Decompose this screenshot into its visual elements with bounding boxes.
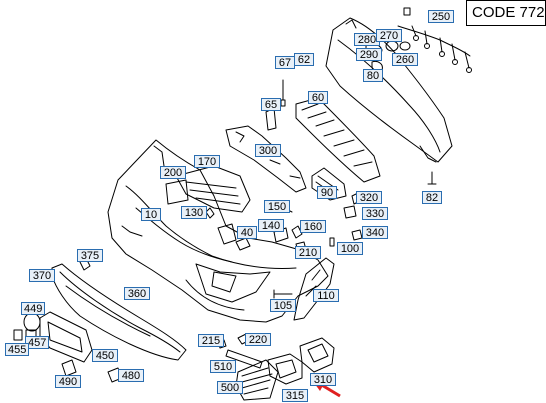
callout-510[interactable]: 510 [210, 360, 236, 373]
bracket-300 [225, 125, 307, 193]
callout-110[interactable]: 110 [313, 289, 339, 302]
callout-130[interactable]: 130 [181, 206, 207, 219]
callout-320[interactable]: 320 [356, 191, 382, 204]
callout-62[interactable]: 62 [294, 53, 314, 66]
callout-215[interactable]: 215 [198, 334, 224, 347]
callout-140[interactable]: 140 [258, 219, 284, 232]
clip-455 [13, 329, 23, 341]
callout-315[interactable]: 315 [282, 389, 308, 402]
callout-80[interactable]: 80 [363, 69, 383, 82]
wiring-harness-250 [397, 7, 472, 73]
grille-90 [311, 167, 347, 201]
callout-250[interactable]: 250 [428, 10, 454, 23]
bracket-40 [217, 223, 237, 245]
nut-100 [329, 237, 335, 247]
callout-270[interactable]: 270 [376, 29, 402, 42]
callout-340[interactable]: 340 [362, 226, 388, 239]
callout-300[interactable]: 300 [255, 144, 281, 157]
callout-105[interactable]: 105 [270, 299, 296, 312]
clip-67 [280, 79, 286, 107]
spoiler-360 [51, 263, 187, 361]
callout-150[interactable]: 150 [264, 200, 290, 213]
grille-500 [235, 359, 279, 401]
module-200 [165, 179, 189, 205]
callout-65[interactable]: 65 [261, 98, 281, 111]
callout-310[interactable]: 310 [310, 373, 336, 386]
callout-82[interactable]: 82 [422, 191, 442, 204]
callout-210[interactable]: 210 [295, 246, 321, 259]
bumper-cover-10 [107, 139, 329, 323]
parts-diagram: CODE 772 250 280 270 290 260 80 62 67 65… [5, 0, 546, 402]
callout-100[interactable]: 100 [337, 242, 363, 255]
callout-60[interactable]: 60 [308, 91, 328, 104]
clip-160 [291, 225, 303, 239]
bolt-82 [427, 171, 437, 185]
callout-280[interactable]: 280 [354, 33, 380, 46]
callout-40[interactable]: 40 [237, 226, 257, 239]
callout-375[interactable]: 375 [77, 249, 103, 262]
callout-490[interactable]: 490 [55, 375, 81, 388]
callout-500[interactable]: 500 [217, 381, 243, 394]
callout-480[interactable]: 480 [118, 369, 144, 382]
callout-90[interactable]: 90 [317, 186, 337, 199]
callout-10[interactable]: 10 [141, 208, 161, 221]
holder-340 [351, 229, 363, 241]
callout-360[interactable]: 360 [124, 287, 150, 300]
callout-457[interactable]: 457 [25, 336, 49, 349]
callout-200[interactable]: 200 [160, 166, 186, 179]
clip-130 [205, 207, 215, 219]
callout-170[interactable]: 170 [194, 155, 220, 168]
callout-450[interactable]: 450 [92, 349, 118, 362]
holder-330 [343, 205, 357, 219]
callout-449[interactable]: 449 [21, 302, 45, 315]
bracket-490 [61, 359, 77, 377]
callout-455[interactable]: 455 [5, 343, 29, 356]
callout-370[interactable]: 370 [29, 269, 55, 282]
callout-160[interactable]: 160 [300, 220, 326, 233]
bolt-105 [273, 289, 293, 299]
callout-260[interactable]: 260 [392, 53, 418, 66]
fog-surround-310 [267, 353, 303, 385]
callout-330[interactable]: 330 [362, 207, 388, 220]
code-box: CODE 772 [466, 0, 546, 26]
callout-67[interactable]: 67 [275, 56, 295, 69]
callout-220[interactable]: 220 [245, 333, 271, 346]
trim-510 [225, 349, 263, 369]
callout-290[interactable]: 290 [356, 48, 382, 61]
